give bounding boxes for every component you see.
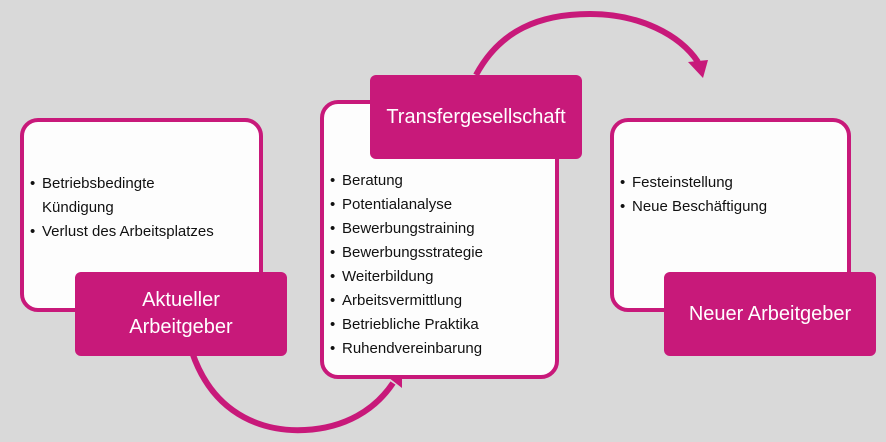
arrow-to-transfer [189, 351, 396, 434]
list-item: Bewerbungstraining [330, 217, 550, 241]
list-item: Ruhendvereinbarung [330, 337, 550, 361]
transfer-label: Transfergesellschaft [370, 75, 582, 159]
new-employer-label: Neuer Arbeitgeber [664, 272, 876, 356]
list-item: Neue Beschäftigung [620, 195, 840, 219]
list-item: Beratung [330, 169, 550, 193]
list-item: Verlust des Arbeitsplatzes [30, 220, 255, 244]
list-item: Festeinstellung [620, 171, 840, 195]
list-item: Betriebliche Praktika [330, 313, 550, 337]
new-employer-list: Festeinstellung Neue Beschäftigung [620, 171, 840, 219]
list-item: Potentialanalyse [330, 193, 550, 217]
list-item: Arbeitsvermittlung [330, 289, 550, 313]
current-employer-list: Betriebsbedingte Kündigung Verlust des A… [30, 172, 255, 244]
arrow-to-new-employer [473, 10, 701, 77]
current-employer-label: Aktueller Arbeitgeber [75, 272, 287, 356]
list-item: Betriebsbedingte Kündigung [30, 172, 192, 220]
list-item: Bewerbungsstrategie [330, 241, 550, 265]
arrowhead-icon [688, 60, 708, 78]
list-item: Weiterbildung [330, 265, 550, 289]
transfer-list: Beratung Potentialanalyse Bewerbungstrai… [330, 169, 550, 361]
